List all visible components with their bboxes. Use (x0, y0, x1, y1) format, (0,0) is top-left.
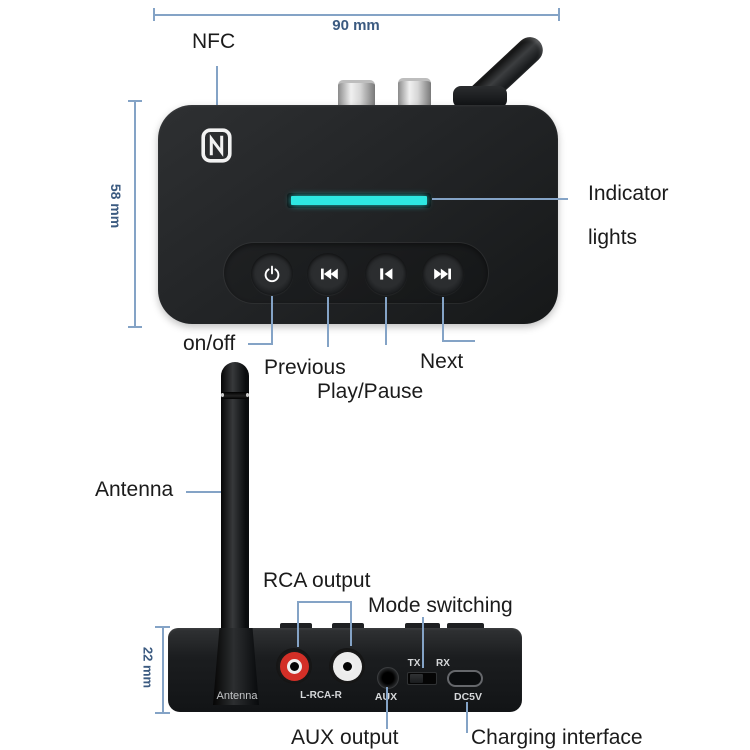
mode-switch (407, 672, 437, 685)
aux-output-label: AUX output (291, 726, 399, 749)
width-dimension-label: 90 mm (332, 17, 380, 34)
rca-jack-white-ring (332, 651, 362, 681)
panel-bump (447, 623, 484, 629)
panel-rca-text: L-RCA-R (300, 690, 342, 701)
aux-jack (377, 667, 399, 689)
panel-bump (280, 623, 312, 629)
rca-output-label: RCA output (263, 569, 371, 592)
dimension-cap (128, 326, 142, 328)
antenna-ridge-highlight (221, 393, 224, 397)
mode-switch-knob (410, 674, 423, 683)
previous-track-icon (320, 268, 338, 280)
device-top-view (158, 105, 558, 324)
antenna-ridge-highlight (246, 393, 249, 397)
play-pause-icon (380, 268, 393, 280)
front-height-dimension-line (162, 626, 164, 714)
power-icon (264, 265, 280, 283)
previous-leader-line (327, 297, 329, 347)
panel-dc5v-text: DC5V (453, 691, 482, 703)
charging-interface-label: Charging interface (471, 726, 643, 749)
dimension-cap (155, 712, 170, 714)
mode-switching-label: Mode switching (368, 594, 513, 617)
mode-leader-line (422, 617, 424, 668)
rca-jack-left (276, 648, 312, 684)
play-pause-label: Play/Pause (317, 380, 424, 403)
panel-rx-text: RX (436, 658, 450, 669)
panel-aux-text: AUX (371, 691, 401, 703)
antenna-base (213, 628, 259, 705)
dimension-cap (153, 8, 155, 21)
antenna-rod (221, 362, 249, 632)
nfc-leader-line (216, 66, 218, 124)
next-leader-line (442, 297, 444, 342)
antenna-label: Antenna (95, 478, 174, 501)
antenna-hinge (453, 86, 507, 108)
usb-c-port (447, 670, 483, 687)
rca-jack-hole (289, 661, 299, 671)
next-track-icon (433, 268, 451, 280)
indicator-light-strip (291, 196, 427, 205)
play-pause-leader-line (385, 297, 387, 345)
onoff-leader-line (271, 296, 273, 345)
front-height-dimension-label: 22 mm (140, 646, 156, 689)
rca-bracket-right (350, 601, 352, 646)
panel-antenna-text: Antenna (216, 690, 258, 702)
dimension-cap (155, 626, 170, 628)
rca-bracket-top (297, 601, 352, 603)
rca-jack-inner-ring (286, 658, 302, 674)
dimension-cap (128, 100, 142, 102)
next-leader-elbow (442, 340, 475, 342)
charging-leader-line (466, 702, 468, 733)
rca-connector-rear (398, 78, 431, 108)
dimension-cap (558, 8, 560, 21)
rca-jack-hole (342, 661, 352, 671)
previous-label: Previous (264, 356, 346, 379)
power-button (251, 253, 293, 295)
rca-connector-rear (338, 80, 375, 108)
play-pause-button (365, 253, 407, 295)
next-button (422, 253, 464, 295)
antenna-ridge (221, 392, 249, 399)
next-label: Next (420, 350, 464, 373)
rca-jack-right (329, 648, 365, 684)
rca-bracket-left (297, 601, 299, 647)
previous-button (307, 253, 349, 295)
indicator-leader-line (432, 198, 568, 200)
rca-jack-red-ring (279, 651, 309, 681)
antenna-leader-line (186, 491, 222, 493)
height-dimension-label: 58 mm (108, 183, 124, 229)
panel-bump (332, 623, 364, 629)
width-dimension-line (153, 14, 560, 16)
nfc-label: NFC (192, 30, 236, 53)
indicator-label-line2: lights (588, 226, 638, 249)
onoff-label: on/off (183, 332, 236, 355)
rca-jack-inner-ring (339, 658, 355, 674)
height-dimension-line (134, 100, 136, 328)
onoff-leader-elbow (248, 343, 273, 345)
nfc-logo-icon (201, 128, 232, 163)
aux-leader-line (386, 687, 388, 729)
indicator-label-line1: Indicator (588, 182, 669, 205)
panel-tx-text: TX (407, 658, 421, 669)
